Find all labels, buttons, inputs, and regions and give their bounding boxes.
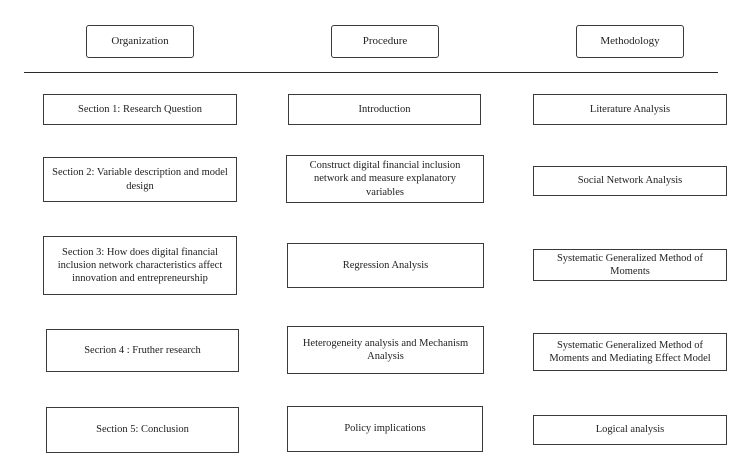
procedure-box-policy-implications: Policy implications (287, 406, 483, 452)
header-organization: Organization (86, 25, 194, 58)
header-procedure: Procedure (331, 25, 439, 58)
methodology-box-literature-analysis: Literature Analysis (533, 94, 727, 125)
organization-box-section-2: Section 2: Variable description and mode… (43, 157, 237, 202)
header-methodology: Methodology (576, 25, 684, 58)
procedure-box-introduction: Introduction (288, 94, 481, 125)
procedure-box-regression-analysis: Regression Analysis (287, 243, 484, 288)
organization-box-section-5: Section 5: Conclusion (46, 407, 239, 453)
organization-box-section-4: Secrion 4 : Fruther research (46, 329, 239, 372)
methodology-box-social-network-analysis: Social Network Analysis (533, 166, 727, 196)
methodology-box-logical-analysis: Logical analysis (533, 415, 727, 445)
procedure-box-heterogeneity-analysis: Heterogeneity analysis and Mechanism Ana… (287, 326, 484, 374)
header-divider (24, 72, 718, 73)
organization-box-section-1: Section 1: Research Question (43, 94, 237, 125)
procedure-box-construct-network: Construct digital financial inclusion ne… (286, 155, 484, 203)
methodology-box-gmm-mediating-effect: Systematic Generalized Method of Moments… (533, 333, 727, 371)
methodology-box-system-gmm: Systematic Generalized Method of Moments (533, 249, 727, 281)
organization-box-section-3: Section 3: How does digital financial in… (43, 236, 237, 295)
